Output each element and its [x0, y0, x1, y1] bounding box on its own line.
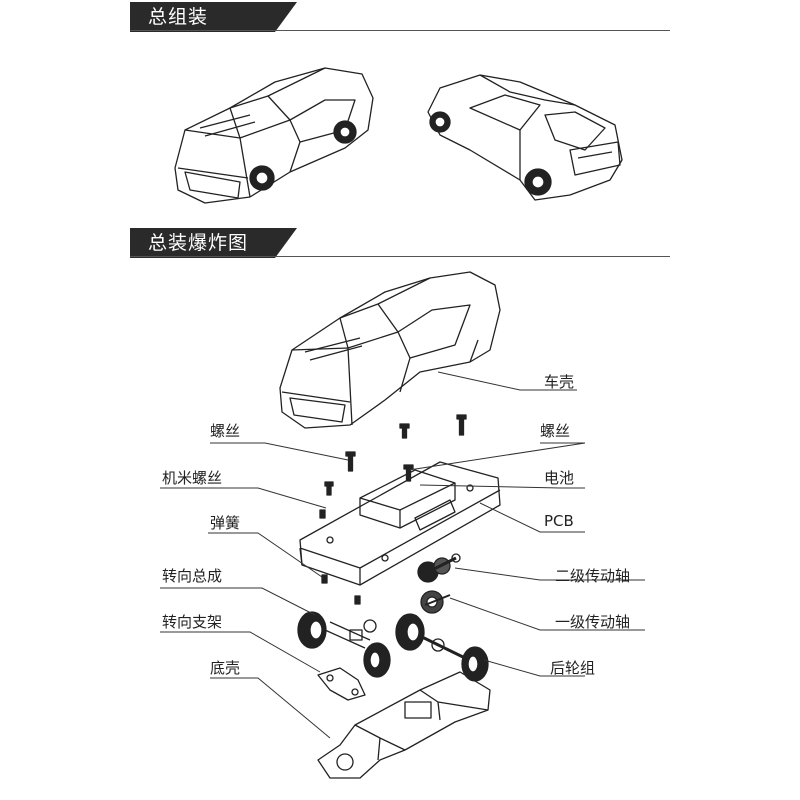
- screws: [319, 414, 467, 605]
- label-screw-left: 螺丝: [210, 422, 241, 440]
- secondary-drive-shaft: [417, 553, 461, 583]
- chassis-base: [317, 671, 491, 779]
- leader-battery: [419, 484, 585, 489]
- leader-secondary-shaft: [454, 567, 645, 581]
- rear-wheel-group: [395, 613, 489, 682]
- leader-screw-left: [210, 442, 349, 461]
- label-pcb: PCB: [544, 512, 574, 530]
- leader-screw-right: [408, 442, 586, 471]
- label-primary-shaft: 一级传动轴: [555, 613, 631, 631]
- leader-pcb: [479, 502, 585, 533]
- assembly-section-rule: [130, 30, 670, 31]
- exploded-body-shell: [279, 271, 501, 429]
- assembled-car-rear-view: [427, 74, 623, 201]
- label-steering-assembly: 转向总成: [162, 567, 223, 585]
- leader-primary-shaft: [449, 597, 645, 631]
- steering-assembly: [297, 611, 391, 678]
- steering-bracket: [317, 667, 366, 701]
- assembly-section-title: 总组装: [130, 2, 297, 32]
- leader-spring: [208, 532, 323, 578]
- exploded-section-rule: [130, 256, 670, 257]
- label-rear-wheel-group: 后轮组: [550, 659, 596, 677]
- assembly-section-header: 总组装: [130, 2, 670, 32]
- label-body-shell: 车壳: [544, 373, 575, 391]
- pcb-and-battery: [299, 461, 501, 586]
- label-machine-screw: 机米螺丝: [162, 469, 223, 487]
- primary-drive-shaft: [420, 590, 451, 614]
- leader-machine-screw: [160, 487, 327, 509]
- leader-steering-assembly: [160, 587, 316, 616]
- label-spring: 弹簧: [210, 514, 241, 532]
- leader-rear-wheel: [483, 659, 585, 677]
- label-screw-right: 螺丝: [540, 422, 571, 440]
- exploded-section-title: 总装爆炸图: [130, 228, 297, 258]
- label-battery: 电池: [544, 469, 575, 487]
- leader-body-shell: [437, 371, 577, 391]
- leader-steering-bracket: [160, 631, 321, 673]
- label-secondary-shaft: 二级传动轴: [555, 567, 631, 585]
- leader-chassis-base: [210, 677, 331, 739]
- label-chassis-base: 底壳: [210, 659, 241, 677]
- label-steering-bracket: 转向支架: [162, 613, 223, 631]
- exploded-section-header: 总装爆炸图: [130, 228, 670, 258]
- assembled-car-front-view: [174, 67, 374, 204]
